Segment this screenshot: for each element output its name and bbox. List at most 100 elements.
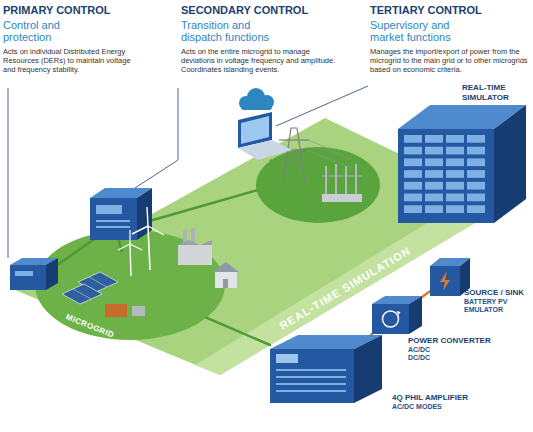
control-description: Acts on the entire microgrid to manage d…: [181, 47, 343, 74]
rack-slot: [446, 170, 464, 178]
rack-slot: [467, 170, 485, 178]
rack-slot: [425, 182, 443, 190]
rack-slot: [467, 135, 485, 143]
rack-slot: [404, 194, 422, 202]
rack-slot: [467, 205, 485, 213]
device-front: [372, 304, 409, 334]
amplifier-vent: [276, 369, 346, 371]
label-group: REAL-TIME SIMULATOR: [462, 83, 524, 102]
turbine-blade: [132, 226, 148, 234]
rack-slot: [404, 170, 422, 178]
amplifier-display: [276, 354, 298, 363]
device-front: [398, 129, 494, 223]
controller-display: [96, 205, 122, 214]
rack-slot: [446, 147, 464, 155]
control-subtitle: Supervisory and market functions: [370, 19, 475, 43]
label-group: SOURCE / SINKBATTERY PV EMULATOR: [464, 288, 532, 315]
control-heading: TERTIARY CONTROL: [370, 4, 520, 16]
rack-slot: [467, 182, 485, 190]
device-title: REAL-TIME SIMULATOR: [462, 83, 524, 102]
device-detail: AC/DC DC/DC: [408, 346, 442, 363]
node-shape: [398, 105, 526, 223]
pylon-brace: [287, 150, 301, 170]
converter-symbol: [383, 311, 399, 327]
edge-connector: [371, 334, 372, 335]
rack-slot: [425, 205, 443, 213]
turbine-tower: [130, 244, 131, 276]
rack-slot: [467, 158, 485, 166]
device-title: POWER CONVERTER: [408, 336, 508, 346]
leader-line: [8, 88, 9, 258]
rack-slot: [446, 158, 464, 166]
device-side: [409, 296, 422, 334]
house-wall: [215, 272, 237, 288]
rack-slot: [425, 135, 443, 143]
solar-grid: [89, 277, 107, 287]
rack-slot: [467, 147, 485, 155]
controller-vent: [96, 220, 130, 222]
rack-slot: [425, 194, 443, 202]
rack-slot: [425, 170, 443, 178]
solar-grid: [73, 289, 91, 299]
rack-slot: [467, 194, 485, 202]
control-subtitle: Transition and dispatch functions: [181, 19, 286, 43]
rack-slot: [425, 147, 443, 155]
device-front: [270, 349, 354, 403]
node-shape: [372, 296, 422, 334]
node-shape: [270, 335, 382, 403]
cloud-part: [241, 102, 272, 110]
controller-vent: [96, 226, 130, 228]
rack-slot: [446, 194, 464, 202]
laptop-display: [241, 116, 269, 144]
edge-connector: [422, 291, 430, 297]
microgrid-ellipse: [35, 230, 225, 340]
transformer: [322, 194, 362, 202]
amplifier-vent: [276, 383, 346, 385]
rack-slot: [404, 158, 422, 166]
rack-slot: [446, 182, 464, 190]
rack-slot: [404, 205, 422, 213]
pylon-brace: [287, 150, 301, 170]
device-title: SOURCE / SINK: [464, 288, 532, 298]
label-group: 4Q PHIL AMPLIFIERAC/DC MODES: [392, 393, 532, 411]
rack-slot: [404, 182, 422, 190]
converter-arrow: [397, 311, 401, 315]
control-subtitle: Control and protection: [3, 19, 83, 43]
source-sink-unit: SOURCE / SINKBATTERY PV EMULATOR: [430, 258, 470, 296]
substation-area: [256, 147, 380, 223]
turbine-blade: [129, 230, 130, 244]
converter-unit: POWER CONVERTERAC/DC DC/DC: [372, 296, 422, 334]
rack-slot: [425, 158, 443, 166]
simulator-rack: REAL-TIME SIMULATOR: [398, 105, 526, 223]
house-door: [223, 279, 228, 288]
factory-building: [178, 245, 212, 265]
pylon-arm: [279, 139, 309, 140]
label-group: POWER CONVERTERAC/DC DC/DC: [408, 336, 508, 363]
rack-slot: [404, 147, 422, 155]
rack-slot: [404, 135, 422, 143]
controller-front: [10, 265, 46, 290]
amplifier-unit: 4Q PHIL AMPLIFIERAC/DC MODES: [270, 335, 382, 403]
device-side: [494, 105, 526, 223]
switchgear: [325, 166, 327, 198]
control-heading: PRIMARY CONTROL: [3, 4, 143, 16]
lightning-symbol: [440, 271, 450, 291]
control-heading: SECONDARY CONTROL: [181, 4, 331, 16]
amplifier-vent: [276, 376, 346, 378]
control-description: Acts on individual Distributed Energy Re…: [3, 47, 135, 74]
turbine-blade: [147, 207, 148, 226]
inverter-cabinet: [132, 306, 145, 316]
battery-container: [105, 304, 127, 317]
device-detail: AC/DC MODES: [392, 403, 532, 412]
control-description: Manages the import/export of power from …: [370, 47, 528, 74]
device-front: [430, 266, 460, 296]
amplifier-vent: [276, 390, 346, 392]
controller-display: [15, 271, 33, 276]
device-detail: BATTERY PV EMULATOR: [464, 298, 532, 315]
leader-line: [132, 88, 178, 190]
device-side: [354, 335, 382, 403]
rack-slot: [446, 205, 464, 213]
power-line: [306, 150, 352, 168]
device-title: 4Q PHIL AMPLIFIER: [392, 393, 532, 403]
